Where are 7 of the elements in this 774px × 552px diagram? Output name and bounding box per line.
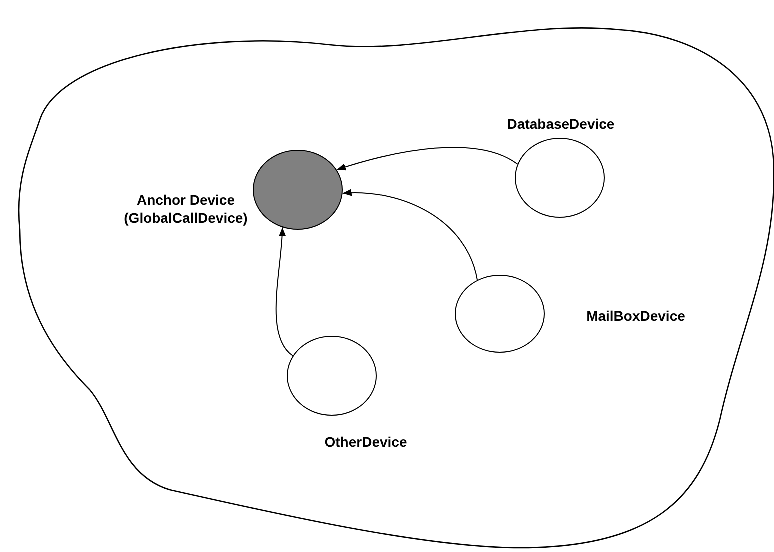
device-label: MailBoxDevice	[586, 307, 686, 325]
device-label: Anchor Device (GlobalCallDevice)	[123, 191, 249, 227]
arrow	[342, 190, 478, 281]
arrow	[276, 227, 294, 356]
arrow	[336, 147, 518, 171]
device-label: DatabaseDevice	[506, 115, 616, 133]
device-label: OtherDevice	[324, 433, 408, 451]
